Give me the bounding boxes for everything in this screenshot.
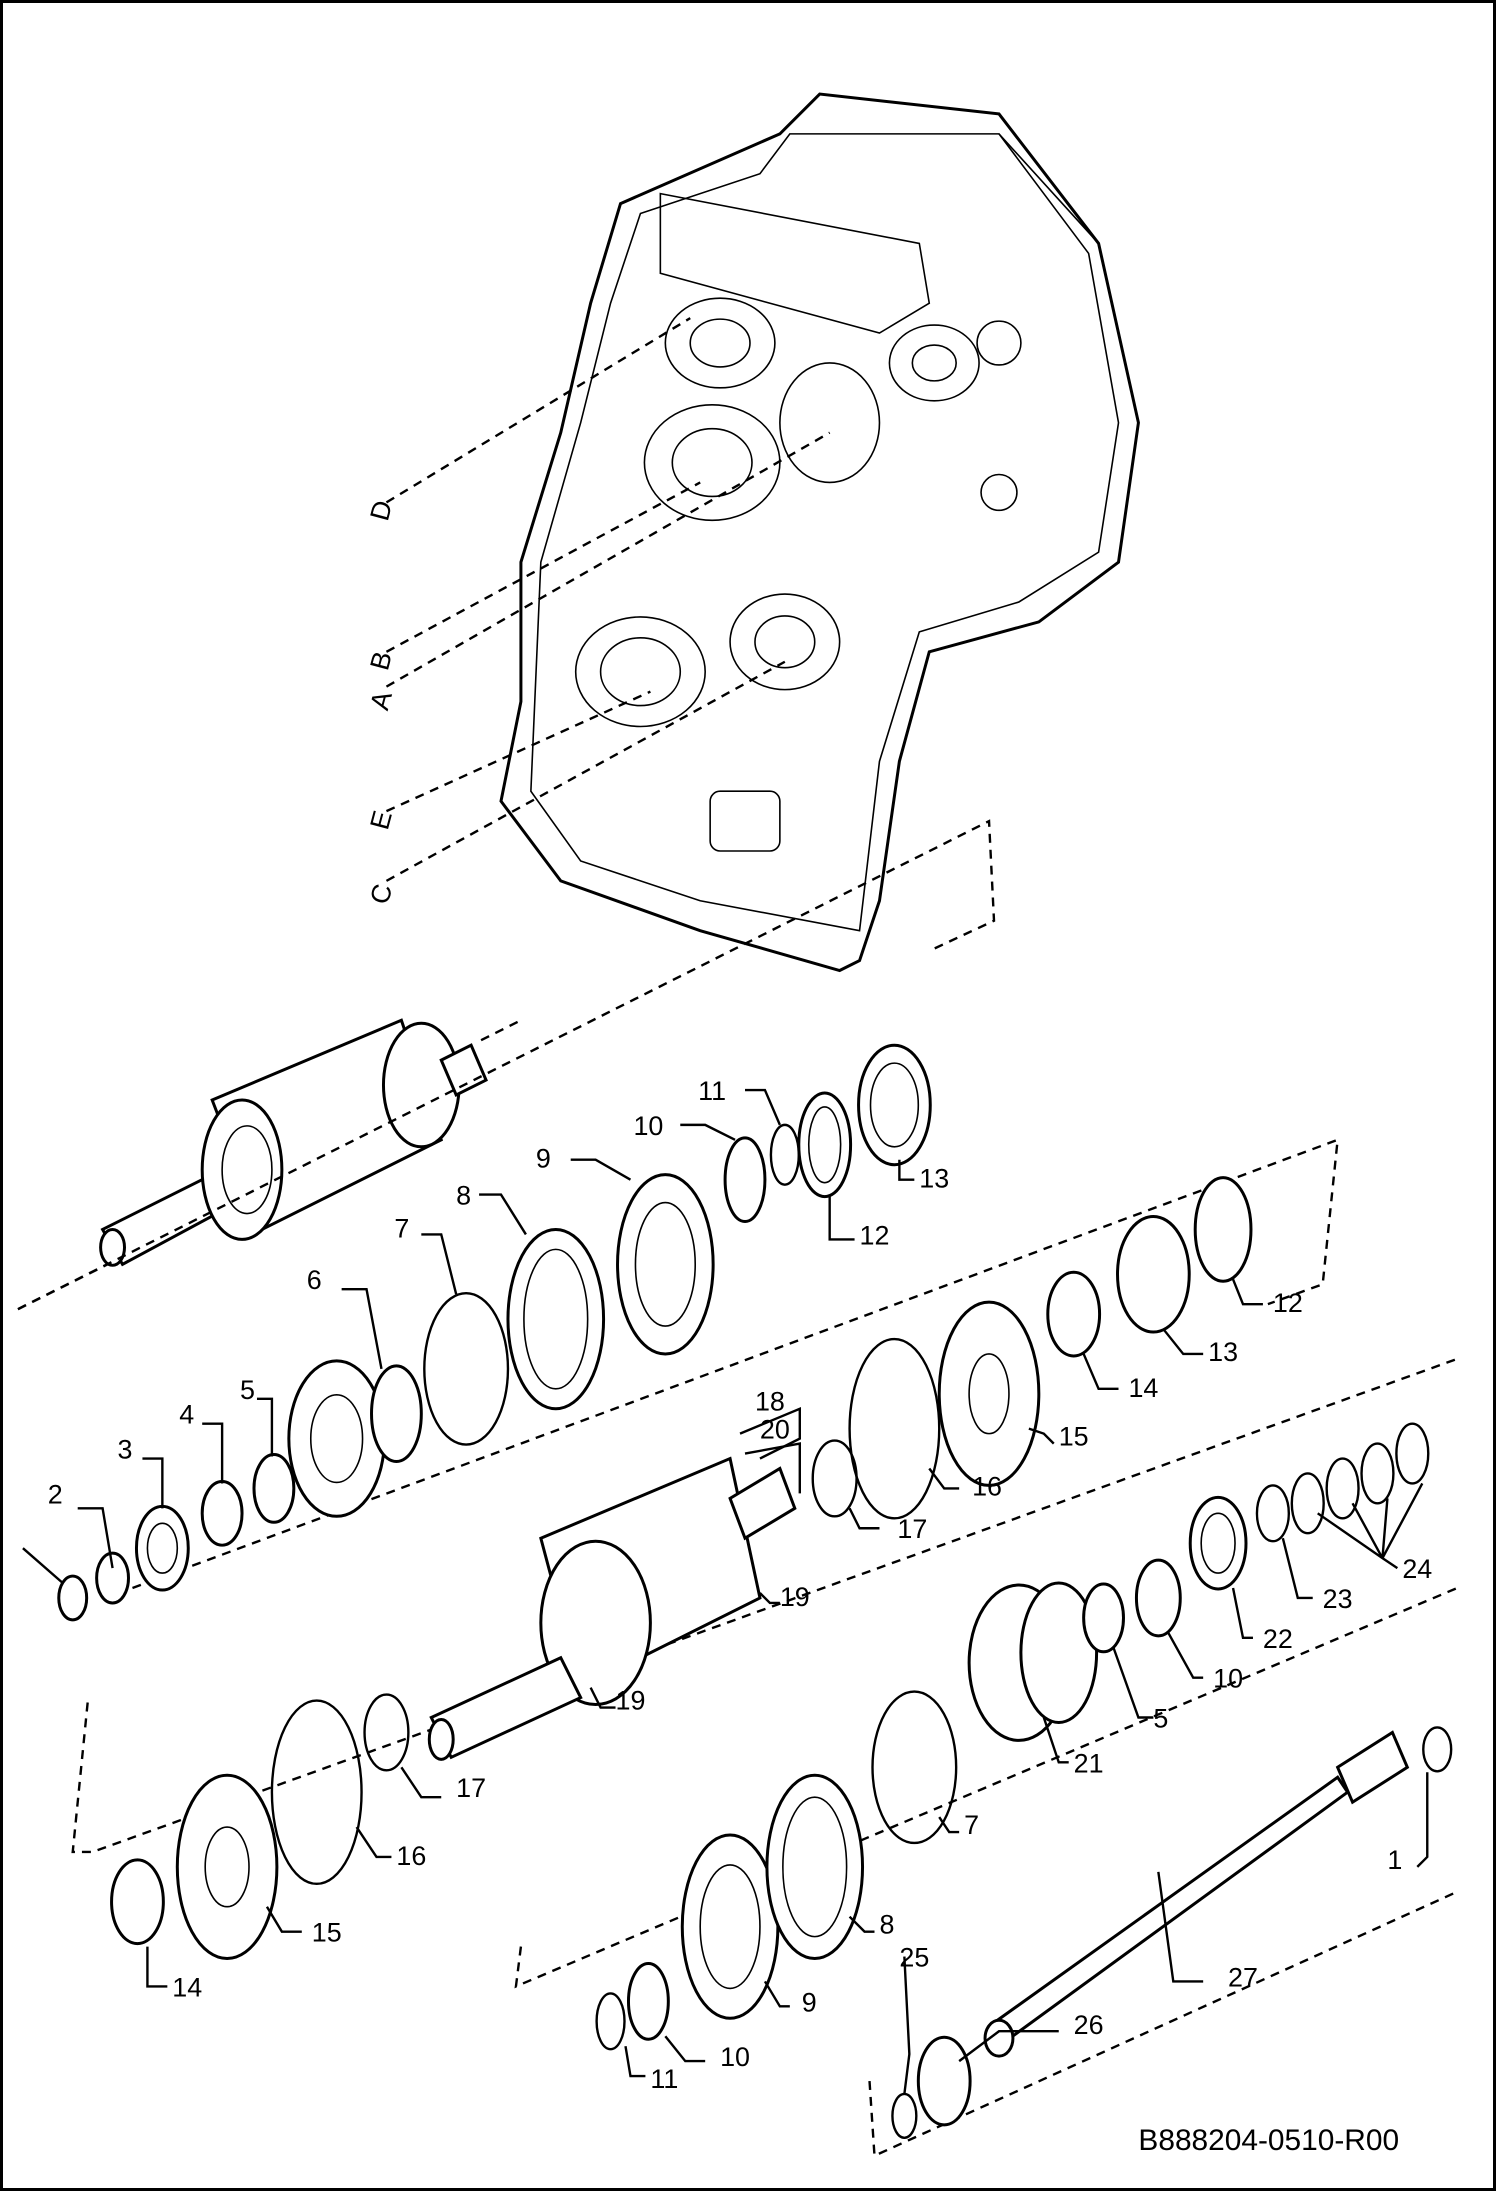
part-17-upper <box>811 1439 858 1518</box>
part-15-lower <box>175 1773 279 1961</box>
label-3: 3 <box>118 1435 133 1465</box>
label-27: 27 <box>1228 1962 1258 1992</box>
part-8 <box>506 1227 606 1411</box>
label-5-lower: 5 <box>1153 1703 1168 1733</box>
part-21 <box>967 1581 1099 1742</box>
part-22 <box>1188 1495 1248 1591</box>
part-25 <box>891 2092 918 2139</box>
part-18-clutch-drum <box>427 1456 797 1761</box>
part-4 <box>200 1479 244 1547</box>
callout-a: A <box>364 688 398 713</box>
part-26 <box>916 2035 972 2127</box>
label-7-lower: 7 <box>964 1810 979 1840</box>
part-13 <box>857 1043 932 1167</box>
label-9: 9 <box>536 1144 551 1174</box>
label-16-upper: 16 <box>972 1471 1002 1501</box>
part-12-lower <box>1193 1176 1253 1283</box>
label-6: 6 <box>307 1265 322 1295</box>
part-9 <box>616 1173 715 1356</box>
part-14-lower <box>110 1858 165 1946</box>
label-14-lower: 14 <box>172 1972 202 2002</box>
part-16-lower <box>270 1699 363 1886</box>
label-17-upper: 17 <box>897 1514 927 1544</box>
callout-d: D <box>364 497 398 524</box>
callout-e: E <box>364 808 398 833</box>
label-13-upper: 13 <box>919 1164 949 1194</box>
label-11: 11 <box>698 1076 726 1106</box>
part-10-mid <box>1134 1558 1182 1638</box>
part-11-lower <box>595 1992 626 2051</box>
label-4: 4 <box>179 1400 194 1430</box>
part-8-lower <box>765 1773 865 1961</box>
label-26: 26 <box>1074 2010 1104 2040</box>
label-1: 1 <box>1387 1845 1402 1875</box>
part-1 <box>1422 1726 1453 1773</box>
label-24: 24 <box>1402 1554 1432 1584</box>
label-14-upper: 14 <box>1128 1373 1158 1403</box>
label-10-lower: 10 <box>720 2042 750 2072</box>
label-11-lower: 11 <box>650 2064 678 2094</box>
label-7: 7 <box>394 1213 409 1243</box>
label-12-upper: 12 <box>860 1220 890 1250</box>
lower-left-dashed-bracket <box>71 1357 1458 1854</box>
label-15-upper: 15 <box>1059 1422 1089 1452</box>
part-16-upper <box>848 1337 941 1520</box>
label-8: 8 <box>456 1181 471 1211</box>
label-5: 5 <box>240 1375 255 1405</box>
part-11 <box>769 1123 800 1186</box>
part-15-upper <box>937 1300 1041 1487</box>
callout-b: B <box>364 648 398 673</box>
label-10-mid: 10 <box>1213 1664 1243 1694</box>
middle-dashed-bracket <box>132 1138 1340 1590</box>
part-5 <box>252 1453 296 1524</box>
part-23 <box>1255 1484 1291 1543</box>
label-19-upper: 19 <box>780 1582 810 1612</box>
part-labels: 2 3 4 5 6 7 8 9 10 11 12 13 12 13 14 15 … <box>22 1076 1432 2095</box>
part-24 <box>1290 1422 1430 1535</box>
label-8-lower: 8 <box>879 1910 894 1940</box>
part-10 <box>723 1136 767 1223</box>
part-2 <box>57 1551 130 1622</box>
label-13-lower: 13 <box>1208 1337 1238 1367</box>
part-27-shaft <box>983 1730 1410 2058</box>
reference-code: B888204-0510-R00 <box>1138 2124 1399 2157</box>
label-10: 10 <box>633 1111 663 1141</box>
label-2: 2 <box>48 1479 63 1509</box>
upper-shaft-assembly <box>17 1018 522 1311</box>
part-17-lower <box>363 1693 410 1772</box>
label-15-lower: 15 <box>312 1918 342 1948</box>
part-5-lower <box>1082 1582 1125 1654</box>
label-12-lower: 12 <box>1273 1288 1303 1318</box>
part-10-lower <box>626 1962 670 2041</box>
part-7-lower <box>871 1690 958 1845</box>
part-12 <box>797 1091 853 1199</box>
label-23: 23 <box>1323 1584 1353 1614</box>
part-13-lower <box>1116 1215 1191 1334</box>
part-14-upper <box>1046 1270 1102 1358</box>
label-17-lower: 17 <box>456 1773 486 1803</box>
transmission-housing <box>499 92 1140 973</box>
label-19-lower: 19 <box>616 1686 646 1716</box>
label-20: 20 <box>760 1415 790 1445</box>
lower-middle-dashed-bracket <box>514 1586 1458 1989</box>
lower-right-dashed-bracket <box>868 1890 1458 2158</box>
label-9-lower: 9 <box>802 1987 817 2017</box>
label-25: 25 <box>899 1942 929 1972</box>
part-3 <box>134 1504 190 1592</box>
label-18: 18 <box>755 1387 785 1417</box>
upper-dashed-bracket <box>17 819 996 1311</box>
label-22: 22 <box>1263 1624 1293 1654</box>
callout-c: C <box>364 881 398 908</box>
part-9-lower <box>680 1833 780 2020</box>
part-6 <box>287 1359 423 1518</box>
part-7 <box>423 1292 510 1446</box>
label-21: 21 <box>1074 1748 1104 1778</box>
label-16-lower: 16 <box>396 1841 426 1871</box>
